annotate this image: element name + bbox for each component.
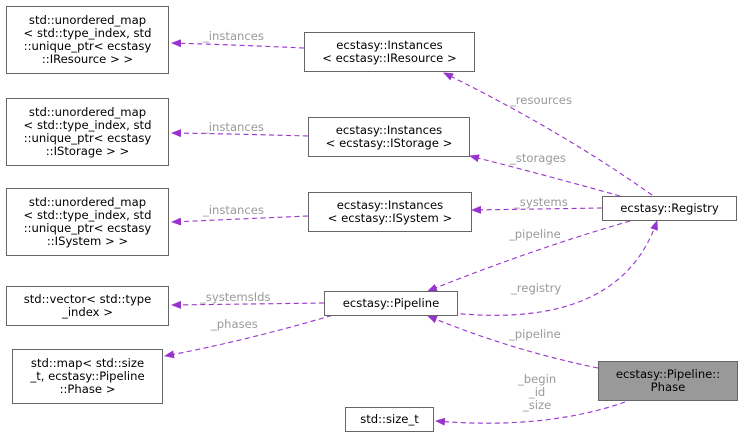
edge-label-instances-istorage: _instances — [203, 120, 264, 134]
edge-registry-to-instances-istorage — [469, 154, 621, 197]
edge-label-storages: _storages — [510, 151, 566, 165]
node-pipeline-phase[interactable]: ecstasy::Pipeline:: Phase — [598, 361, 738, 401]
edge-label-registry: _registry — [511, 281, 562, 295]
node-map-iresource[interactable]: std::unordered_map < std::type_index, st… — [6, 6, 169, 74]
node-registry[interactable]: ecstasy::Registry — [602, 196, 737, 221]
node-instances-isystem[interactable]: ecstasy::Instances < ecstasy::ISystem > — [308, 192, 472, 232]
edge-label-systems-ids: _systemsIds — [200, 290, 271, 304]
edge-label-instances-isystem: _instances — [203, 203, 264, 217]
node-pipeline[interactable]: ecstasy::Pipeline — [324, 291, 458, 316]
edge-pipeline-to-registry — [451, 220, 658, 316]
edge-label-phases: _phases — [211, 317, 258, 331]
edge-label-begin-id-size: _begin _id _size — [518, 372, 557, 412]
edge-phase-to-size-t — [435, 401, 626, 426]
node-instances-istorage[interactable]: ecstasy::Instances < ecstasy::IStorage > — [308, 117, 470, 157]
node-instances-iresource[interactable]: ecstasy::Instances < ecstasy::IResource … — [304, 32, 475, 72]
edge-label-pipeline-registry: _pipeline — [509, 227, 561, 241]
edge-pipeline-to-vector — [171, 300, 325, 309]
edge-instances-istorage-to-map — [171, 129, 309, 138]
node-map-phase[interactable]: std::map< std::size _t, ecstasy::Pipelin… — [12, 349, 163, 404]
node-size-t[interactable]: std::size_t — [345, 407, 434, 432]
node-map-isystem[interactable]: std::unordered_map < std::type_index, st… — [6, 188, 169, 256]
edge-instances-isystem-to-map — [171, 215, 309, 226]
edge-registry-to-pipeline — [427, 220, 631, 292]
edge-label-resources: _resources — [510, 93, 572, 107]
node-map-istorage[interactable]: std::unordered_map < std::type_index, st… — [6, 98, 169, 166]
edge-instances-iresource-to-map — [171, 39, 305, 49]
edge-registry-to-instances-iresource — [443, 72, 653, 196]
node-vector-type-index[interactable]: std::vector< std::type _index > — [6, 286, 169, 326]
edge-label-systems: _systems — [514, 195, 568, 209]
edge-label-pipeline-phase: _pipeline — [509, 327, 561, 341]
edge-phase-to-pipeline — [427, 315, 599, 369]
edge-label-instances-iresource: _instances — [203, 29, 264, 43]
